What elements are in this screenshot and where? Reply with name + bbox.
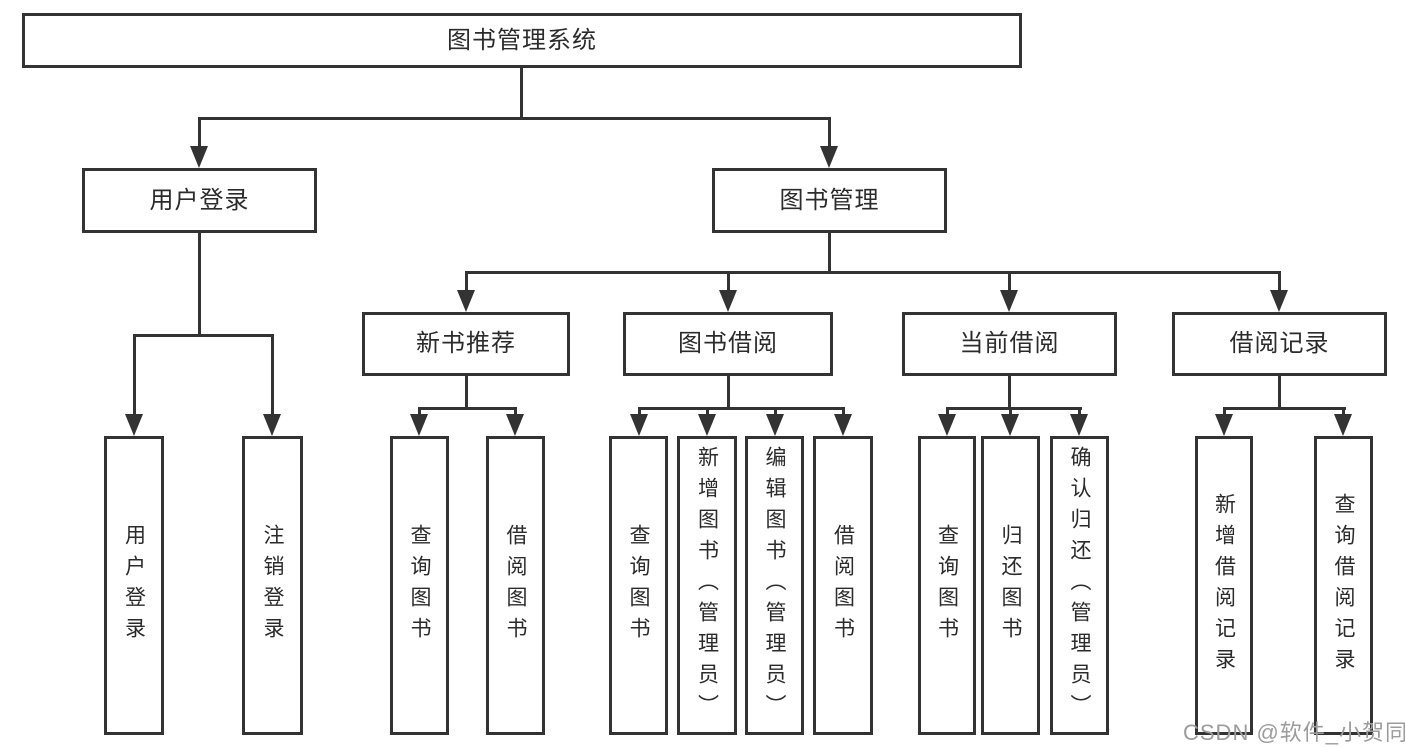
leaf-label: 注销登录 [261,523,284,648]
connector-line [520,68,523,120]
connector-line [133,334,274,337]
leaf-label: 用户登录 [122,523,146,648]
connector-line [198,117,831,120]
connector-line [133,334,136,416]
leaf-add-borrow-record: 新增借阅记录 [1195,436,1253,735]
connector-line [418,407,421,416]
leaf-label: 借阅图书 [831,523,855,648]
arrowhead [410,414,428,436]
arrowhead [1000,290,1018,312]
arrowhead [766,414,784,436]
connector-line [514,407,517,416]
leaf-label: 新增图书（管理员） [695,446,719,725]
connector-line [465,271,468,292]
node-user-login: 用户登录 [82,168,317,233]
node-current-borrowing-label: 当前借阅 [959,330,1060,357]
arrowhead [125,414,143,436]
arrowhead [1215,414,1233,436]
leaf-label: 编辑图书（管理员） [763,446,786,725]
connector-line [946,407,949,416]
connector-line [638,407,845,410]
leaf-label: 查询借阅记录 [1332,492,1355,679]
leaf-return-books: 归还图书 [981,436,1040,735]
node-user-login-label: 用户登录 [149,186,250,214]
leaf-edit-books-admin: 编辑图书（管理员） [745,436,804,735]
node-book-management-label: 图书管理 [779,186,880,214]
leaf-label: 归还图书 [999,523,1022,648]
connector-line [727,376,730,410]
arrowhead [698,414,716,436]
node-book-borrowing: 图书借阅 [623,312,833,376]
arrowhead [506,414,524,436]
leaf-borrow-books-borrowing: 借阅图书 [813,436,873,735]
connector-line [828,233,831,274]
arrowhead [457,290,475,312]
node-current-borrowing: 当前借阅 [902,312,1117,376]
leaf-user-login: 用户登录 [104,436,164,735]
connector-line [1278,271,1281,292]
leaf-label: 借阅图书 [504,523,527,648]
leaf-borrow-books-recommend: 借阅图书 [486,436,545,735]
connector-line [842,407,845,416]
connector-line [198,233,201,337]
connector-line [1223,407,1226,416]
connector-line [198,117,201,148]
connector-line [1223,407,1346,410]
connector-line [418,407,517,410]
connector-line [271,334,274,416]
node-new-book-recommend: 新书推荐 [362,312,570,376]
node-root-label: 图书管理系统 [447,26,597,54]
leaf-label: 查询图书 [408,523,431,648]
arrowhead [190,146,208,168]
leaf-logout: 注销登录 [242,436,303,735]
leaf-query-books-recommend: 查询图书 [390,436,449,735]
node-root: 图书管理系统 [22,13,1022,68]
connector-line [638,407,641,416]
node-borrowing-records: 借阅记录 [1172,312,1387,376]
arrowhead [1270,290,1288,312]
leaf-query-books-current: 查询图书 [918,436,976,735]
connector-line [1008,271,1011,292]
connector-line [1009,407,1012,416]
arrowhead [1334,414,1352,436]
arrowhead [820,146,838,168]
connector-line [465,376,468,410]
connector-line [828,117,831,148]
arrowhead [1070,414,1088,436]
arrowhead [834,414,852,436]
connector-line [465,271,1281,274]
node-book-borrowing-label: 图书借阅 [678,330,778,357]
connector-line [1342,407,1345,416]
leaf-label: 查询图书 [935,523,959,648]
connector-line [727,271,730,292]
connector-line [946,407,1082,410]
arrowhead [263,414,281,436]
node-book-management: 图书管理 [712,168,947,233]
leaf-query-books-borrowing: 查询图书 [609,436,668,735]
connector-line [1078,407,1081,416]
leaf-query-borrow-record: 查询借阅记录 [1314,436,1373,735]
connector-line [1278,376,1281,410]
arrowhead [1001,414,1019,436]
csdn-watermark: CSDN @软件_小贺同学 [1183,720,1405,745]
arrowhead [630,414,648,436]
node-borrowing-records-label: 借阅记录 [1229,330,1330,357]
leaf-label: 新增借阅记录 [1212,492,1236,679]
leaf-label: 确认归还（管理员） [1068,446,1091,725]
connector-line [706,407,709,416]
connector-line [1008,376,1011,410]
node-new-book-recommend-label: 新书推荐 [416,330,516,357]
leaf-confirm-return-admin: 确认归还（管理员） [1050,436,1109,735]
leaf-add-books-admin: 新增图书（管理员） [677,436,737,735]
arrowhead [719,290,737,312]
arrowhead [938,414,956,436]
connector-line [774,407,777,416]
leaf-label: 查询图书 [627,523,650,648]
